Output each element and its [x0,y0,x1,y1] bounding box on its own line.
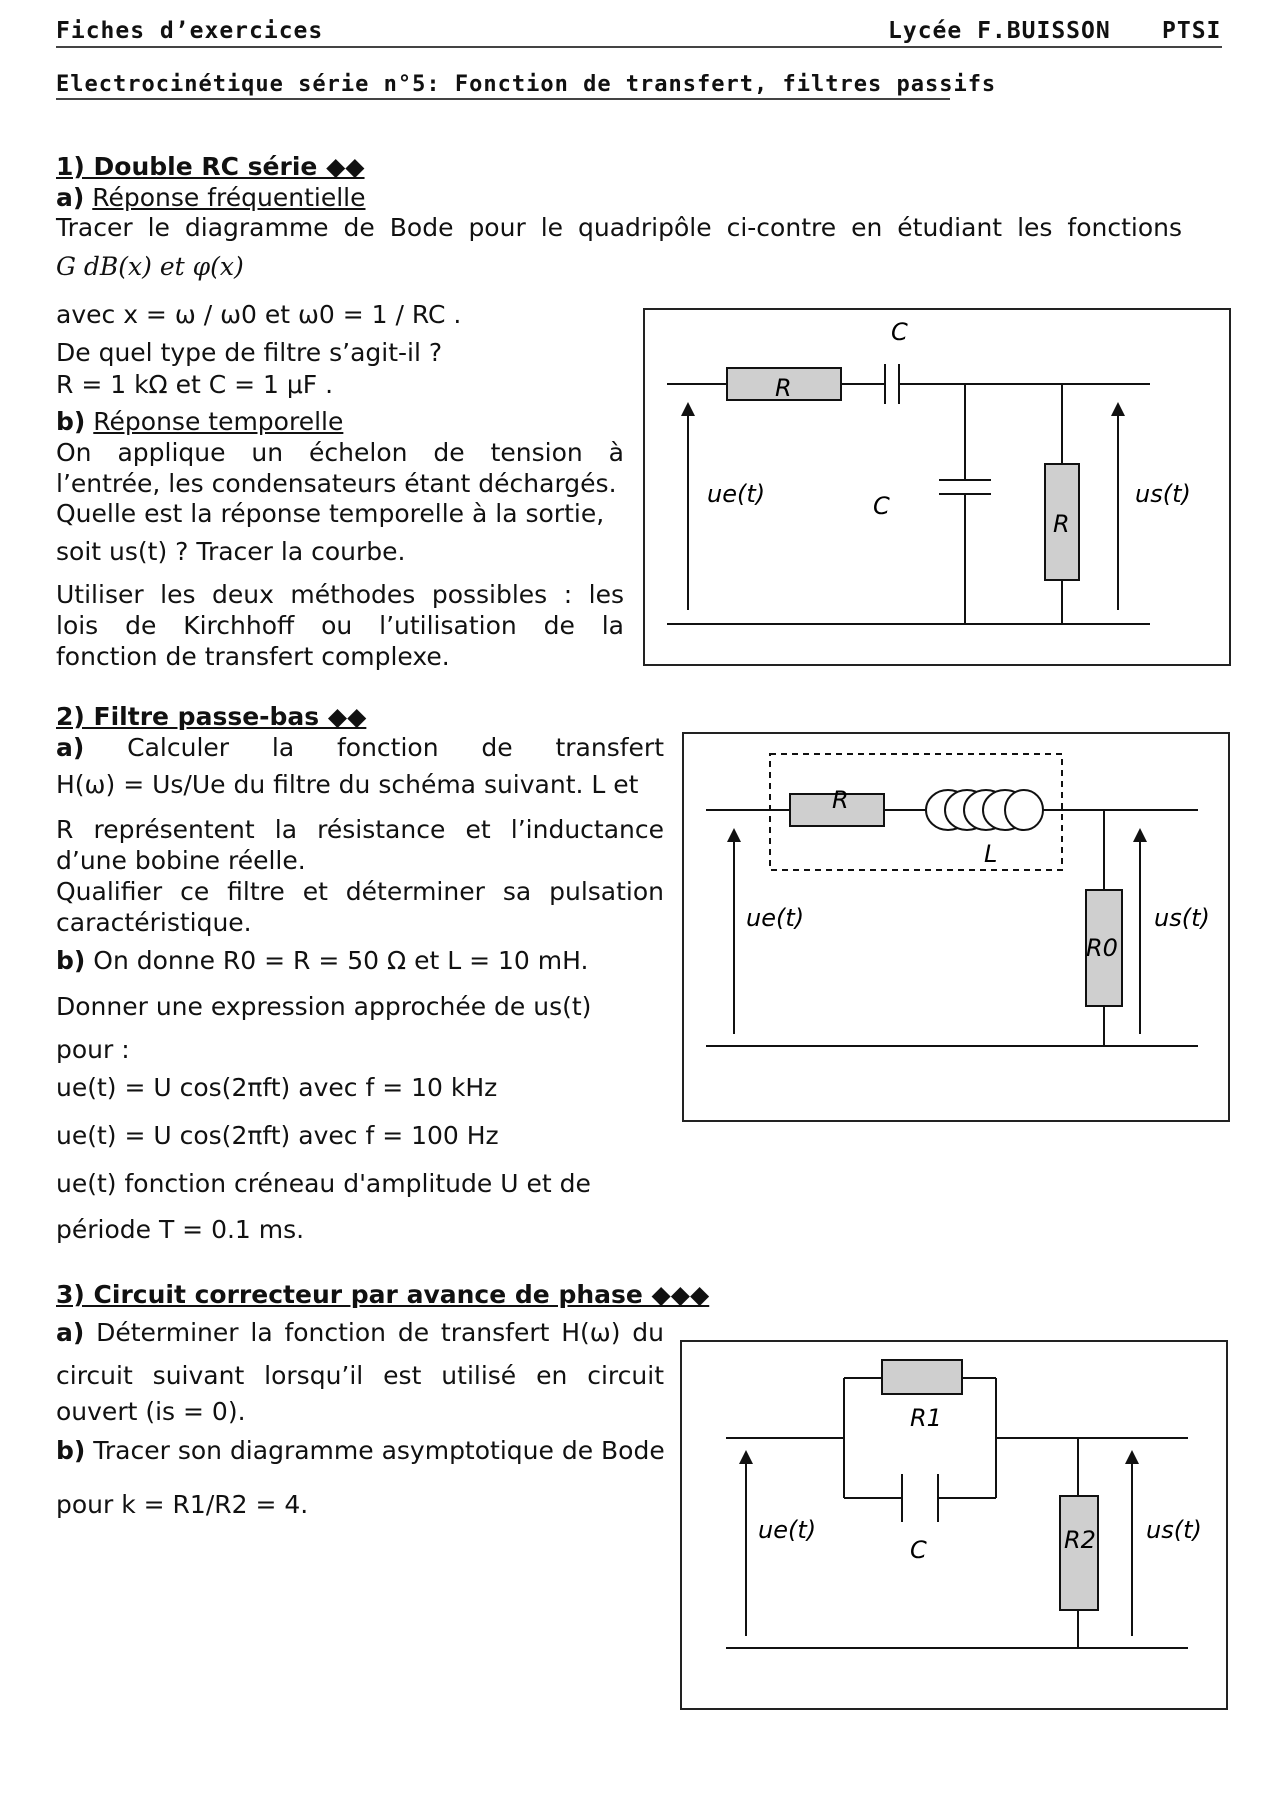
ex2-a-line3: R représentent la résistance et l’induct… [56,815,664,844]
ex2-b-line6: ue(t) fonction créneau d'amplitude U et … [56,1169,591,1198]
ex2-b-line1: b) On donne R0 = R = 50 Ω et L = 10 mH. [56,946,588,976]
header-class: PTSI [1162,18,1222,44]
ex1-resistor-1 [726,367,842,401]
ex1-a-heading: a) Réponse fréquentielle [56,183,366,213]
ex1-a-line5: R = 1 kΩ et C = 1 μF . [56,370,334,399]
ex3-b-line1-text: Tracer son diagramme asymptotique de Bod… [93,1436,665,1465]
ex3-a-line1-text: Déterminer la fonction de transfert H(ω)… [96,1318,664,1347]
ex2-a-line5: Qualifier ce filtre et déterminer sa pul… [56,877,664,906]
ex1-b-line3: Quelle est la réponse temporelle à la so… [56,499,605,528]
ex1-b-title: Réponse temporelle [93,407,344,436]
ex1-label-c2: C [873,492,890,520]
ex1-label-r2: R [1053,510,1070,538]
ex2-b-line1-text: On donne R0 = R = 50 Ω et L = 10 mH. [93,946,589,975]
ex2-inductor [925,789,1044,831]
ex2-resistor-r0 [1085,889,1123,1007]
ex3-a-line2: circuit suivant lorsqu’il est utilisé en… [56,1361,664,1390]
ex1-b-heading: b) Réponse temporelle [56,407,343,437]
ex1-b-line2: l’entrée, les condensateurs étant déchar… [56,469,617,498]
ex2-label-us: us(t) [1154,904,1210,932]
ex1-label-r1: R [775,374,792,402]
ex1-label-c1: C [891,318,908,346]
ex1-a-line2: G dB(x) et φ(x) [56,252,244,281]
ex2-a-line1: a) Calculer la fonction de transfert [56,733,664,763]
ex2-a-line6: caractéristique. [56,908,252,937]
ex3-resistor-r2 [1059,1495,1099,1611]
ex3-label-r2: R2 [1064,1526,1096,1554]
ex1-b-line4: soit us(t) ? Tracer la courbe. [56,537,406,566]
ex2-label-ue: ue(t) [746,904,804,932]
ex2-b-line7: période T = 0.1 ms. [56,1215,305,1244]
ex2-circuit-diagram: R L R0 ue(t) us(t) [682,732,1230,1122]
ex1-a-line3: avec x = ω / ω0 et ω0 = 1 / RC . [56,300,462,329]
ex1-b-line7: fonction de transfert complexe. [56,642,450,671]
ex2-b-line2: Donner une expression approchée de us(t) [56,992,592,1021]
ex2-a-line2: H(ω) = Us/Ue du filtre du schéma suivant… [56,770,639,799]
ex1-b-line6: lois de Kirchhoff ou l’utilisation de la [56,611,624,640]
ex1-label-ue: ue(t) [707,480,765,508]
ex2-a-label: a) [56,733,85,762]
ex1-title: 1) Double RC série ◆◆ [56,152,365,181]
ex3-a-line1: a) Déterminer la fonction de transfert H… [56,1318,664,1348]
ex1-b-label: b) [56,407,86,436]
ex1-a-line1: Tracer le diagramme de Bode pour le quad… [56,213,1182,242]
ex3-label-ue: ue(t) [758,1516,816,1544]
ex2-b-line3: pour : [56,1035,130,1064]
ex2-resistor-r [789,793,885,827]
ex3-circuit-diagram: R1 C R2 ue(t) us(t) [680,1340,1228,1710]
ex2-title: 2) Filtre passe-bas ◆◆ [56,702,367,731]
ex2-b-line4: ue(t) = U cos(2πft) avec f = 10 kHz [56,1073,498,1102]
ex3-b-label: b) [56,1436,86,1465]
ex2-coil-box [769,753,1063,871]
ex3-a-line3: ouvert (is = 0). [56,1397,246,1426]
ex2-b-label: b) [56,946,86,975]
ex2-label-l: L [984,840,997,868]
ex2-a-line1-text: Calculer la fonction de transfert [127,733,665,762]
ex2-b-line5: ue(t) = U cos(2πft) avec f = 100 Hz [56,1121,499,1150]
ex3-label-us: us(t) [1146,1516,1202,1544]
ex3-b-line2: pour k = R1/R2 = 4. [56,1490,309,1519]
ex3-resistor-r1 [881,1359,963,1395]
ex1-b-line1: On applique un échelon de tension à [56,438,624,467]
ex1-circuit-diagram: R C C R ue(t) us(t) [643,308,1231,666]
ex3-a-label: a) [56,1318,85,1347]
page-subtitle: Electrocinétique série n°5: Fonction de … [56,72,997,97]
ex2-label-r0: R0 [1086,934,1118,962]
ex3-b-line1: b) Tracer son diagramme asymptotique de … [56,1436,665,1466]
ex2-a-line4: d’une bobine réelle. [56,846,306,875]
ex2-label-r: R [832,786,849,814]
ex3-label-c: C [910,1536,927,1564]
ex1-a-line4: De quel type de filtre s’agit-il ? [56,338,443,367]
header-rule [56,46,1222,48]
header-left: Fiches d’exercices [56,18,324,44]
ex3-title: 3) Circuit correcteur par avance de phas… [56,1280,710,1309]
ex1-b-line5: Utiliser les deux méthodes possibles : l… [56,580,624,609]
ex1-resistor-2 [1044,463,1080,581]
ex1-a-label: a) [56,183,85,212]
subtitle-rule [56,98,950,100]
ex3-label-r1: R1 [910,1404,942,1432]
ex1-a-title: Réponse fréquentielle [92,183,366,212]
header-school: Lycée F.BUISSON [888,18,1111,44]
ex1-label-us: us(t) [1135,480,1191,508]
